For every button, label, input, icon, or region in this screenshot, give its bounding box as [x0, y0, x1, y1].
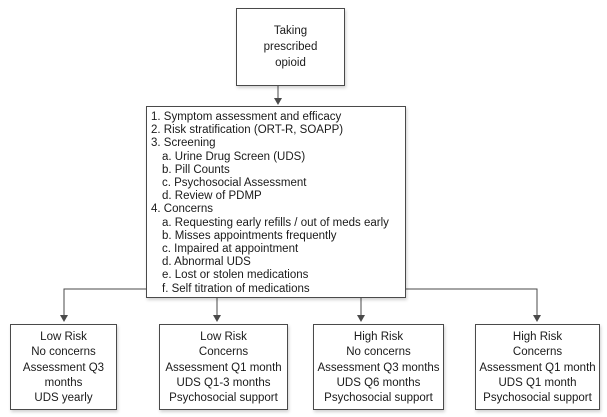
connector-to-low-risk-no-concerns	[60, 288, 146, 322]
outcome-title-line: High Risk	[512, 331, 563, 343]
outcome-plan-line: Psychosocial support	[169, 392, 278, 404]
start-line: opioid	[275, 57, 306, 69]
outcome-plan-line: UDS Q6 months	[336, 377, 421, 389]
outcome-title-line: Concerns	[198, 346, 249, 358]
outcome-title-line: Low Risk	[40, 331, 87, 343]
start-line: prescribed	[263, 41, 318, 53]
outcome-plan-line: UDS yearly	[34, 392, 93, 404]
outcome-plan-line: Psychosocial support	[324, 392, 433, 404]
outcome-plan-line: Assessment Q3 months	[317, 362, 440, 374]
concern-item: e. Lost or stolen medications	[162, 269, 309, 282]
concern-item: b. Misses appointments frequently	[162, 229, 337, 242]
screening-item: b. Pill Counts	[162, 163, 230, 176]
outcome-title-line: No concerns	[346, 346, 411, 358]
outcome-plan-line: UDS Q1-3 months	[176, 377, 271, 389]
concern-item: d. Abnormal UDS	[162, 256, 251, 269]
outcome-low-risk-concerns: Low Risk Concerns Assessment Q1 month UD…	[159, 324, 288, 410]
step-screening: 3. Screening	[151, 137, 216, 150]
step-risk-stratification: 2. Risk stratification (ORT-R, SOAPP)	[151, 124, 344, 137]
step-symptom-assessment: 1. Symptom assessment and efficacy	[151, 111, 342, 123]
outcome-title-line: No concerns	[31, 346, 96, 358]
assessment-steps-node: 1. Symptom assessment and efficacy 2. Ri…	[146, 106, 406, 298]
screening-item: c. Psychosocial Assessment	[162, 177, 307, 190]
outcome-low-risk-no-concerns: Low Risk No concerns Assessment Q3 month…	[10, 324, 117, 410]
screening-item: d. Review of PDMP	[162, 190, 262, 203]
outcome-plan-line: Psychosocial support	[483, 392, 592, 404]
step-concerns: 4. Concerns	[151, 203, 214, 216]
outcome-title-line: Low Risk	[200, 331, 247, 343]
start-line: Taking	[273, 25, 308, 37]
outcome-title-line: Concerns	[512, 346, 563, 358]
concern-item: f. Self titration of medications	[162, 282, 310, 295]
outcome-plan-line: Assessment Q3 months	[22, 362, 105, 389]
outcome-plan-line: Assessment Q1 month	[479, 362, 596, 374]
outcome-title-line: High Risk	[353, 331, 404, 343]
connector-to-high-risk-concerns	[406, 288, 541, 322]
concern-item: a. Requesting early refills / out of med…	[162, 216, 389, 229]
outcome-high-risk-no-concerns: High Risk No concerns Assessment Q3 mont…	[313, 324, 444, 410]
outcome-plan-line: Assessment Q1 month	[165, 362, 282, 374]
start-node: Taking prescribed opioid	[236, 8, 345, 86]
concern-item: c. Impaired at appointment	[162, 243, 299, 256]
screening-item: a. Urine Drug Screen (UDS)	[162, 150, 306, 163]
outcome-plan-line: UDS Q1 month	[498, 377, 577, 389]
outcome-high-risk-concerns: High Risk Concerns Assessment Q1 month U…	[475, 324, 600, 410]
